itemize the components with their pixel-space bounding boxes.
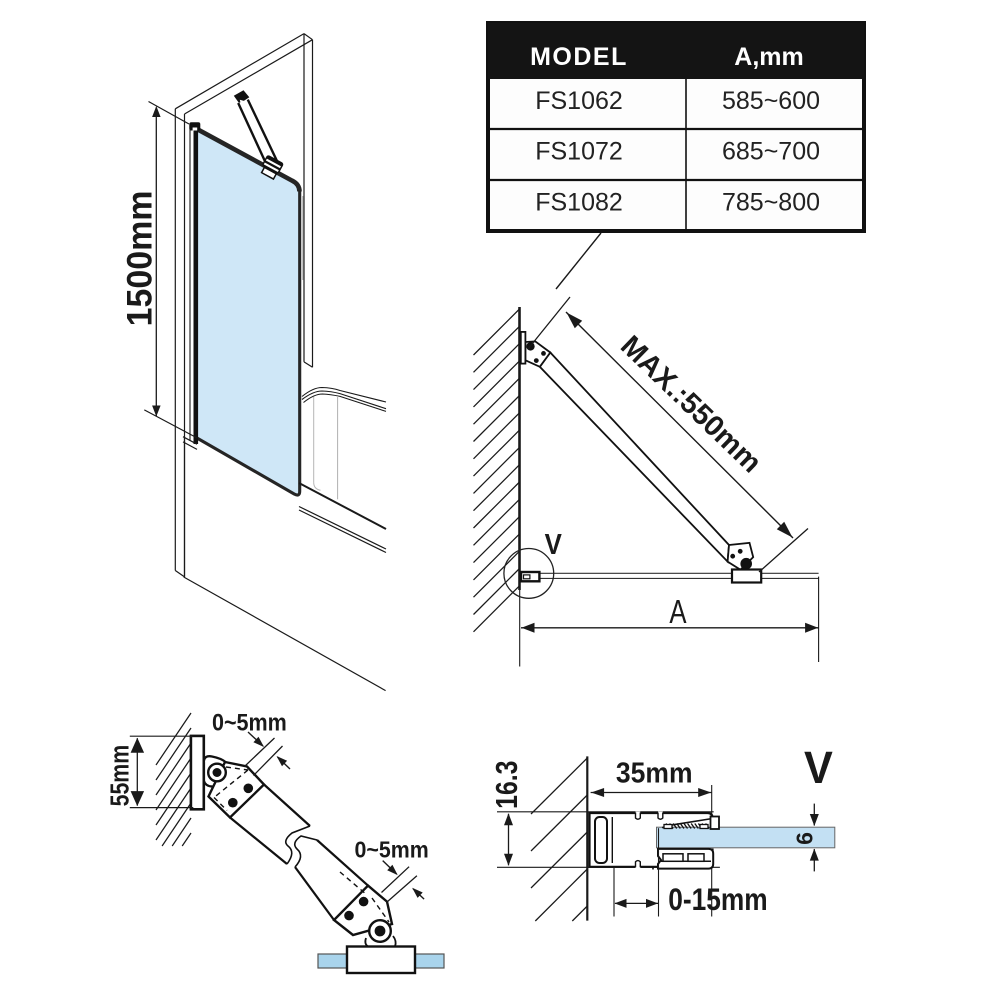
svg-text:V: V [804,743,833,793]
svg-text:A: A [669,594,686,631]
svg-text:A,mm: A,mm [734,43,803,71]
svg-text:0-15mm: 0-15mm [668,883,767,918]
svg-text:0~5mm: 0~5mm [354,837,428,863]
svg-text:FS1082: FS1082 [535,188,623,216]
svg-text:V: V [545,528,563,561]
svg-text:16.3: 16.3 [490,761,524,809]
svg-text:785~800: 785~800 [722,188,820,216]
svg-text:1500mm: 1500mm [121,191,160,327]
svg-text:35mm: 35mm [616,757,693,789]
svg-text:FS1072: FS1072 [535,137,623,165]
svg-text:0~5mm: 0~5mm [212,708,287,736]
svg-text:585~600: 585~600 [722,87,820,115]
svg-text:685~700: 685~700 [722,137,820,165]
svg-text:FS1062: FS1062 [535,87,623,115]
svg-text:6: 6 [791,832,817,845]
svg-text:55mm: 55mm [105,745,135,807]
svg-text:MODEL: MODEL [530,43,628,71]
